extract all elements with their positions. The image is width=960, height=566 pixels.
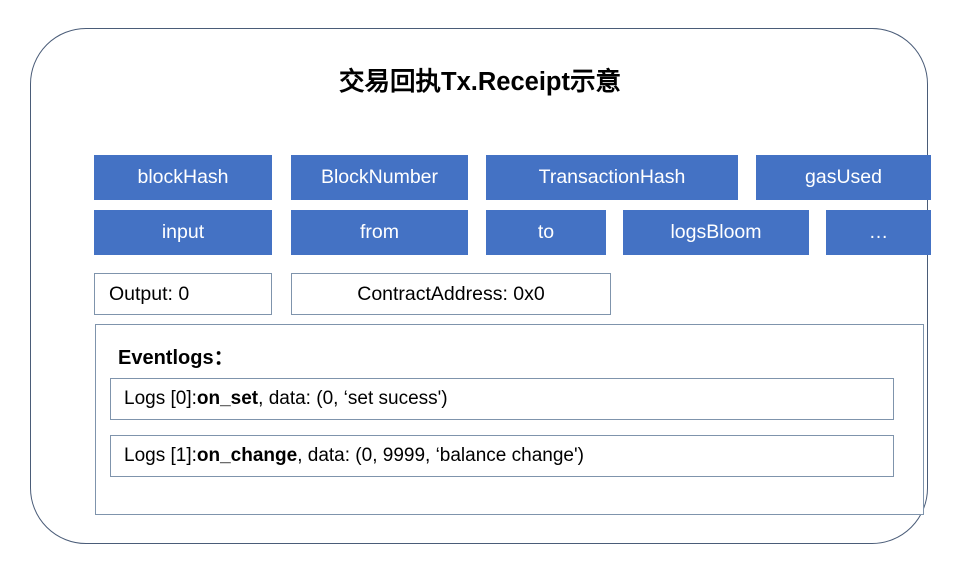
eventlogs-panel: Eventlogs： Logs [0]: on_set , data: (0, … [95, 324, 924, 515]
receipt-outer-container: 交易回执Tx.Receipt示意 blockHash BlockNumber T… [30, 28, 931, 544]
eventlog-event-name: on_set [196, 388, 259, 409]
field-box-logsbloom[interactable]: logsBloom [623, 210, 809, 255]
field-box-blocknumber[interactable]: BlockNumber [291, 155, 468, 200]
field-label: Output: 0 [109, 282, 190, 305]
field-box-contractaddress[interactable]: ContractAddress: 0x0 [291, 273, 611, 315]
field-box-input[interactable]: input [94, 210, 272, 255]
eventlog-prefix: Logs [0]: [124, 388, 197, 409]
field-box-to[interactable]: to [486, 210, 606, 255]
eventlog-data: , data: (0, 9999, ‘balance change') [297, 445, 584, 466]
field-label: blockHash [137, 166, 229, 188]
field-label: input [161, 221, 205, 243]
field-box-output[interactable]: Output: 0 [94, 273, 272, 315]
field-box-gasused[interactable]: gasUsed [756, 155, 931, 200]
field-box-blockhash[interactable]: blockHash [94, 155, 272, 200]
eventlog-prefix: Logs [1]: [124, 445, 197, 466]
field-box-more[interactable]: … [826, 210, 931, 255]
field-box-transactionhash[interactable]: TransactionHash [486, 155, 738, 200]
field-label: to [537, 221, 555, 243]
field-label: BlockNumber [320, 166, 439, 188]
eventlog-event-name: on_change [196, 445, 298, 466]
field-label: logsBloom [670, 221, 762, 243]
eventlogs-title: Eventlogs： [118, 347, 234, 369]
eventlog-row[interactable]: Logs [0]: on_set , data: (0, ‘set sucess… [110, 378, 894, 420]
field-label: … [868, 221, 889, 243]
field-label: ContractAddress: 0x0 [357, 282, 545, 305]
field-box-from[interactable]: from [291, 210, 468, 255]
page-title: 交易回执Tx.Receipt示意 [339, 68, 621, 96]
eventlog-data: , data: (0, ‘set sucess') [258, 388, 448, 409]
eventlog-row[interactable]: Logs [1]: on_change , data: (0, 9999, ‘b… [110, 435, 894, 477]
field-label: TransactionHash [538, 166, 686, 188]
field-label: gasUsed [805, 166, 882, 188]
field-label: from [360, 221, 399, 243]
